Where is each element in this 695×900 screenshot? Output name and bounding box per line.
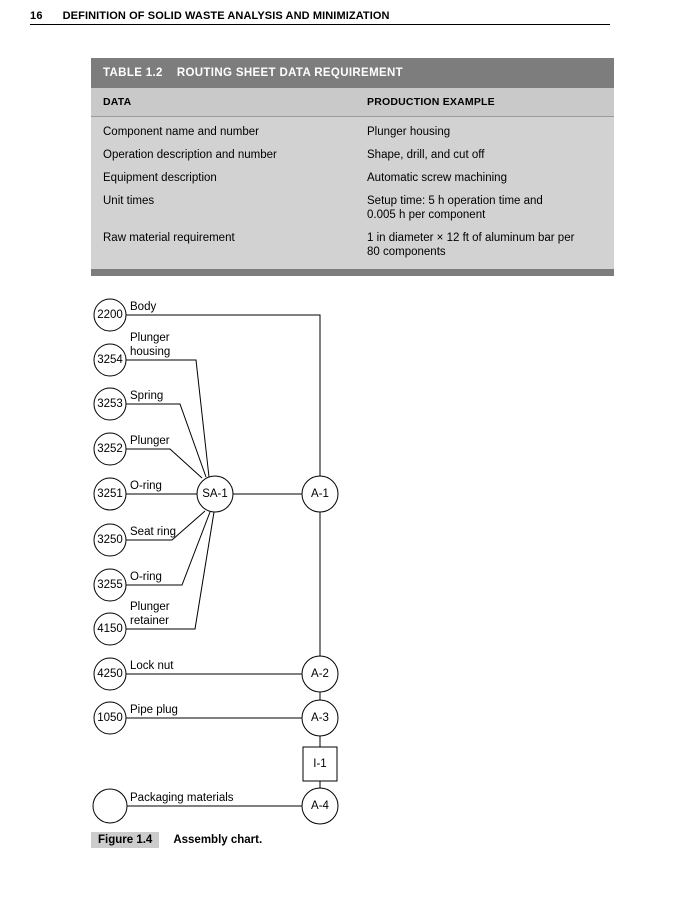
operation-node-a-1-label: A-1	[311, 488, 329, 500]
table-row: Operation description and number Shape, …	[103, 148, 614, 162]
cell-data: Equipment description	[103, 172, 217, 184]
part-label-pipe-plug: Pipe plug	[130, 704, 178, 716]
operation-node-sa-1[interactable]	[196, 475, 234, 513]
table-row: Component name and number Plunger housin…	[103, 125, 614, 139]
connector-lines	[126, 314, 321, 807]
link-4150-to-sa1	[126, 511, 215, 630]
part-node-3250[interactable]	[93, 523, 127, 557]
cell-data: Unit times	[103, 195, 155, 207]
part-name-labels: Body Plunger housing Spring Plunger O-ri…	[130, 301, 234, 804]
table-number: TABLE 1.2	[103, 67, 163, 79]
link-3253-to-sa1	[126, 403, 207, 478]
link-2200-to-a1	[126, 314, 321, 476]
table-bottom-rule	[91, 269, 614, 276]
part-node-3251-label: 3251	[97, 488, 123, 500]
cell-example: Shape, drill, and cut off	[367, 149, 485, 161]
operation-nodes: SA-1 A-1 A-2 A-3 I-1 A-4	[196, 475, 339, 825]
part-node-3255[interactable]	[93, 568, 127, 602]
table-1-2: TABLE 1.2 ROUTING SHEET DATA REQUIREMENT…	[91, 58, 614, 276]
column-header-production-example: PRODUCTION EXAMPLE	[367, 96, 495, 108]
part-node-3253-label: 3253	[97, 398, 123, 410]
part-label-plunger-retainer-line2: retainer	[130, 615, 169, 627]
link-3254-to-sa1	[126, 359, 210, 478]
figure-number: Figure 1.4	[91, 832, 160, 848]
table-row: Raw material requirement 1 in diameter ×…	[103, 231, 614, 259]
operation-node-a-3[interactable]	[301, 699, 339, 737]
part-node-2200-label: 2200	[97, 309, 123, 321]
part-node-packaging-blank[interactable]	[92, 788, 128, 824]
part-nodes: 2200 3254 3253 3252 3251 3250 3255 4150 …	[92, 298, 128, 824]
part-node-3254-label: 3254	[97, 354, 123, 366]
figure-caption: Figure 1.4 Assembly chart.	[91, 832, 262, 848]
part-node-3251[interactable]	[93, 477, 127, 511]
table-title-band: TABLE 1.2 ROUTING SHEET DATA REQUIREMENT	[91, 58, 614, 88]
part-label-plunger-housing-line2: housing	[130, 346, 170, 358]
part-node-4150-label: 4150	[97, 623, 123, 635]
part-node-4250-label: 4250	[97, 668, 123, 680]
table-title: ROUTING SHEET DATA REQUIREMENT	[176, 67, 404, 79]
part-label-plunger: Plunger	[130, 435, 170, 447]
part-label-o-ring-3251: O-ring	[130, 480, 162, 492]
part-label-lock-nut: Lock nut	[130, 660, 174, 672]
cell-example: Plunger housing	[367, 126, 451, 138]
cell-example: Automatic screw machining	[367, 172, 507, 184]
figure-caption-text: Assembly chart.	[173, 834, 263, 846]
part-label-body: Body	[130, 301, 156, 313]
link-3255-to-sa1	[126, 511, 211, 586]
part-node-3255-label: 3255	[97, 579, 123, 591]
part-node-3254[interactable]	[93, 343, 127, 377]
part-node-4250[interactable]	[93, 657, 127, 691]
table-row: Unit times Setup time: 5 h operation tim…	[103, 194, 614, 222]
part-node-2200[interactable]	[93, 298, 127, 332]
inspection-node-i-1[interactable]	[302, 746, 338, 782]
column-header-data: DATA	[103, 96, 132, 108]
part-label-spring: Spring	[130, 390, 163, 402]
figure-1-4-assembly-chart: 2200 3254 3253 3252 3251 3250 3255 4150 …	[0, 285, 695, 845]
table-body: Component name and number Plunger housin…	[91, 117, 614, 269]
link-3250-to-sa1	[126, 510, 206, 541]
operation-node-a-4-label: A-4	[311, 800, 330, 812]
part-label-packaging-materials: Packaging materials	[130, 792, 234, 804]
operation-node-a-2-label: A-2	[311, 668, 329, 680]
part-node-3253[interactable]	[93, 387, 127, 421]
part-node-4150[interactable]	[93, 612, 127, 646]
operation-node-a-2[interactable]	[301, 655, 339, 693]
page-header: 16 DEFINITION OF SOLID WASTE ANALYSIS AN…	[30, 10, 610, 25]
part-label-plunger-retainer-line1: Plunger	[130, 601, 170, 613]
part-label-plunger-housing-line1: Plunger	[130, 332, 170, 344]
operation-node-sa-1-label: SA-1	[202, 488, 228, 500]
cell-example: Setup time: 5 h operation time and 0.005…	[367, 195, 543, 221]
part-node-3250-label: 3250	[97, 534, 123, 546]
cell-data: Component name and number	[103, 126, 259, 138]
part-node-3252[interactable]	[93, 432, 127, 466]
cell-example: 1 in diameter × 12 ft of aluminum bar pe…	[367, 232, 575, 258]
table-column-header-row: DATA PRODUCTION EXAMPLE	[91, 88, 614, 117]
link-3252-to-sa1	[126, 448, 203, 479]
operation-node-a-1[interactable]	[301, 475, 339, 513]
page-number: 16	[30, 10, 43, 22]
operation-node-a-4[interactable]	[301, 787, 339, 825]
cell-data: Operation description and number	[103, 149, 277, 161]
assembly-chart-svg: 2200 3254 3253 3252 3251 3250 3255 4150 …	[92, 298, 339, 825]
inspection-node-i-1-label: I-1	[313, 758, 326, 770]
table-row: Equipment description Automatic screw ma…	[103, 171, 614, 185]
part-node-1050-label: 1050	[97, 712, 123, 724]
part-node-1050[interactable]	[93, 701, 127, 735]
part-label-seat-ring: Seat ring	[130, 526, 176, 538]
part-label-o-ring-3255: O-ring	[130, 571, 162, 583]
operation-node-a-3-label: A-3	[311, 712, 329, 724]
part-node-3252-label: 3252	[97, 443, 123, 455]
cell-data: Raw material requirement	[103, 232, 235, 244]
running-head-title: DEFINITION OF SOLID WASTE ANALYSIS AND M…	[62, 10, 390, 22]
